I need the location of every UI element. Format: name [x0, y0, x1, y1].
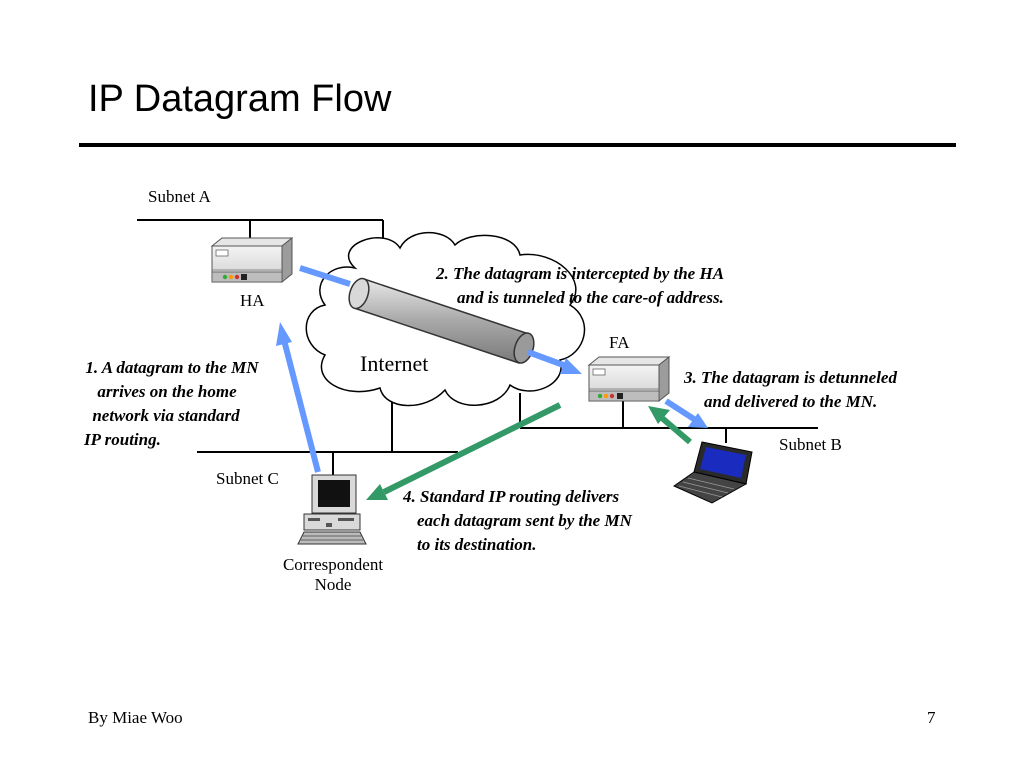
- title-divider: [79, 143, 956, 147]
- footer-author: By Miae Woo: [88, 708, 183, 727]
- mobile-node-laptop-icon: [672, 441, 753, 504]
- blue-arrow-ha-to-tunnel: [299, 265, 351, 287]
- correspondent-node-desktop-icon: [297, 474, 367, 545]
- blue-arrow-tunnel-to-fa: [526, 349, 582, 374]
- step-3-line: 3. The datagram is detunneled: [684, 368, 897, 387]
- step-1-line: network via standard: [92, 406, 240, 425]
- page-number: 7: [927, 708, 936, 727]
- slide-title: IP Datagram Flow: [88, 78, 392, 120]
- fa-router-icon: [587, 355, 671, 403]
- step-1-line: 1. A datagram to the MN: [85, 358, 259, 377]
- correspondent-node-label-line1: Correspondent: [282, 555, 384, 574]
- fa-label: FA: [609, 333, 630, 352]
- blue-arrow-fa-to-mn: [664, 398, 708, 428]
- step-2-line: 2. The datagram is intercepted by the HA: [436, 264, 725, 283]
- green-arrow-fa-to-cn: [366, 402, 562, 500]
- internet-label: Internet: [360, 351, 429, 376]
- subnet-c-label: Subnet C: [216, 469, 279, 488]
- subnet-b-label: Subnet B: [779, 435, 842, 454]
- step-3-line: and delivered to the MN.: [704, 392, 878, 411]
- tunnel-pipe-icon: [348, 277, 535, 364]
- subnet-c-line: [197, 400, 458, 475]
- subnet-a-label: Subnet A: [148, 187, 211, 206]
- step-4-note: 4. Standard IP routing delivers each dat…: [403, 485, 632, 557]
- step-3-note: 3. The datagram is detunneled and delive…: [684, 366, 897, 414]
- correspondent-node-label-line2: Node: [314, 575, 352, 595]
- step-2-line: and is tunneled to the care-of address.: [457, 288, 724, 307]
- step-4-line: 4. Standard IP routing delivers: [403, 487, 620, 506]
- step-4-line: each datagram sent by the MN: [417, 511, 632, 530]
- ha-label: HA: [240, 291, 265, 310]
- step-2-note: 2. The datagram is intercepted by the HA…: [436, 262, 724, 310]
- blue-arrow-cn-to-ha: [276, 322, 321, 473]
- step-4-line: to its destination.: [417, 535, 537, 554]
- ha-router-icon: [210, 236, 294, 284]
- step-1-line: IP routing.: [84, 430, 161, 449]
- correspondent-node-label: Correspondent Node: [275, 555, 391, 596]
- green-arrow-mn-to-fa: [648, 406, 692, 445]
- step-1-note: 1. A datagram to the MN arrives on the h…: [62, 356, 282, 452]
- step-1-line: arrives on the home: [97, 382, 237, 401]
